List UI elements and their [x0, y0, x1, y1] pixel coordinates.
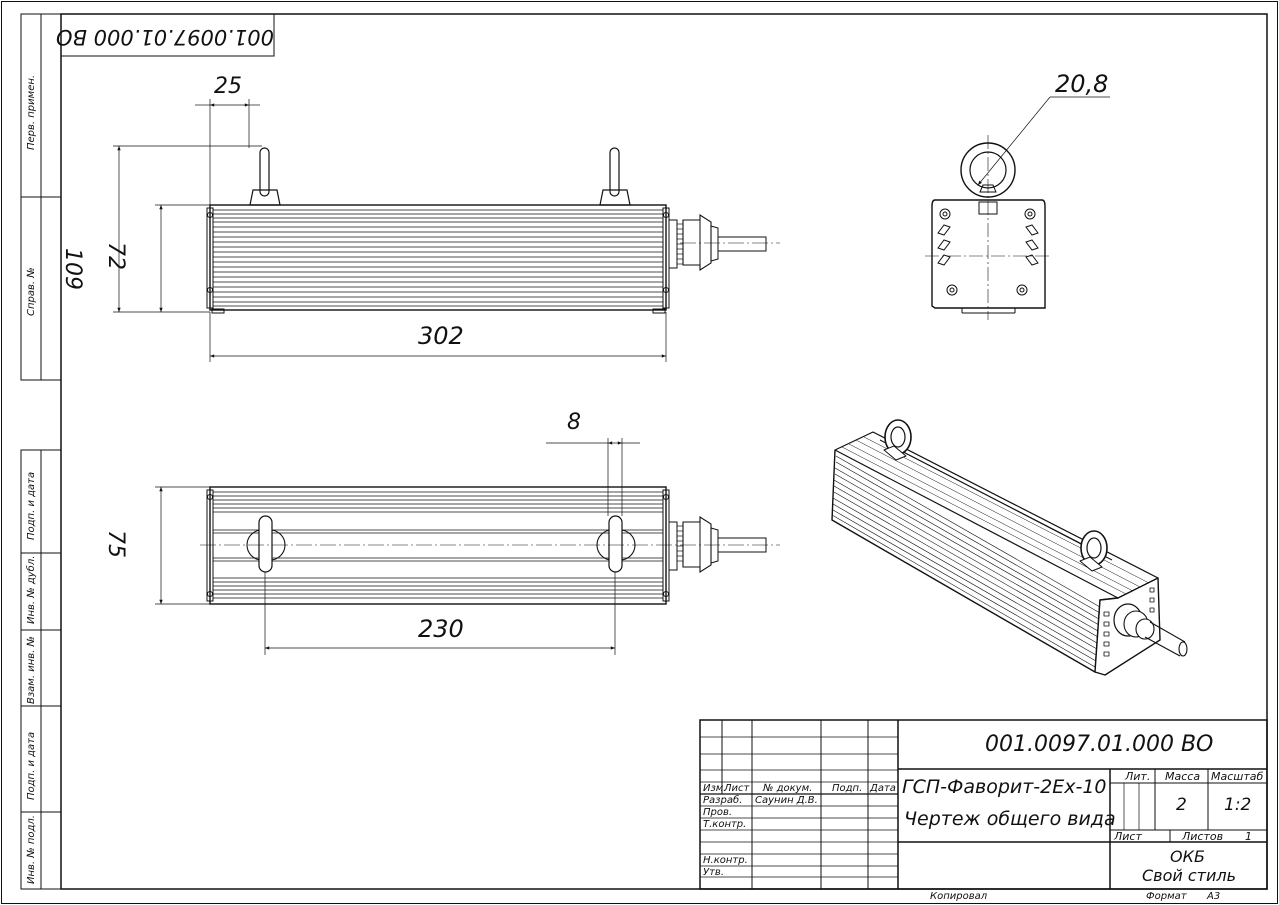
dim-8: 8 [567, 410, 581, 435]
label-lit: Лит. [1125, 770, 1151, 783]
masshtab-value: 1:2 [1224, 795, 1252, 815]
footer-format-value: А3 [1207, 891, 1221, 902]
dim-230: 230 [418, 615, 464, 643]
strip-sprav-no: Справ. № [26, 267, 37, 316]
dim-20-8: 20,8 [1055, 70, 1109, 98]
listov-value: 1 [1245, 830, 1252, 843]
isometric-view [831, 419, 1188, 676]
label-nkontr: Н.контр. [703, 855, 748, 866]
col-doc: № докум. [763, 783, 813, 794]
label-masshtab: Масштаб [1211, 770, 1264, 783]
footer-kopiroval: Копировал [930, 891, 988, 902]
product-name: ГСП-Фаворит-2Ex-10 [902, 776, 1107, 798]
col-data: Дата [870, 783, 896, 794]
strip-perv-primen: Перв. примен. [26, 74, 37, 150]
footer-format-label: Формат [1146, 891, 1187, 902]
strip-podp-data-2: Подп. и дата [26, 731, 37, 800]
razrab-name: Саунин Д.В. [755, 795, 818, 806]
label-prov: Пров. [703, 807, 733, 818]
dim-25: 25 [214, 74, 242, 99]
strip-vzam-inv: Взам. инв. № [26, 636, 37, 704]
col-list: Лист [724, 783, 750, 794]
side-view-dimension [977, 96, 1110, 186]
top-view-dimensions [155, 438, 640, 655]
massa-value: 2 [1176, 795, 1187, 815]
dim-109: 109 [60, 248, 85, 290]
side-view [925, 135, 1052, 320]
col-izm: Изм. [703, 783, 727, 794]
label-tkontr: Т.контр. [703, 819, 747, 830]
org-name-2: Свой стиль [1142, 866, 1237, 885]
dim-72: 72 [103, 242, 128, 270]
label-razrab: Разраб. [703, 795, 743, 806]
strip-podp-data-1: Подп. и дата [26, 471, 37, 540]
org-name: ОКБ [1170, 847, 1205, 866]
label-list: Лист [1114, 830, 1142, 843]
dim-302: 302 [418, 322, 464, 350]
top-view [200, 486, 780, 605]
doc-code: 001.0097.01.000 ВО [985, 732, 1214, 757]
strip-inv-podl: Инв. № подл. [26, 815, 37, 884]
label-listov: Листов [1182, 830, 1224, 843]
doc-name: Чертеж общего вида [904, 808, 1116, 830]
dim-75: 75 [103, 530, 128, 558]
col-podp: Подп. [832, 783, 863, 794]
label-utv: Утв. [703, 867, 724, 878]
label-massa: Масса [1165, 770, 1201, 783]
stamp-code: 001.0097.01.000 ВО [56, 25, 274, 49]
title-block-grid [699, 719, 1268, 890]
front-view-dimensions [113, 99, 667, 362]
front-view [206, 147, 780, 314]
strip-inv-dubl: Инв. № дубл. [26, 555, 37, 624]
